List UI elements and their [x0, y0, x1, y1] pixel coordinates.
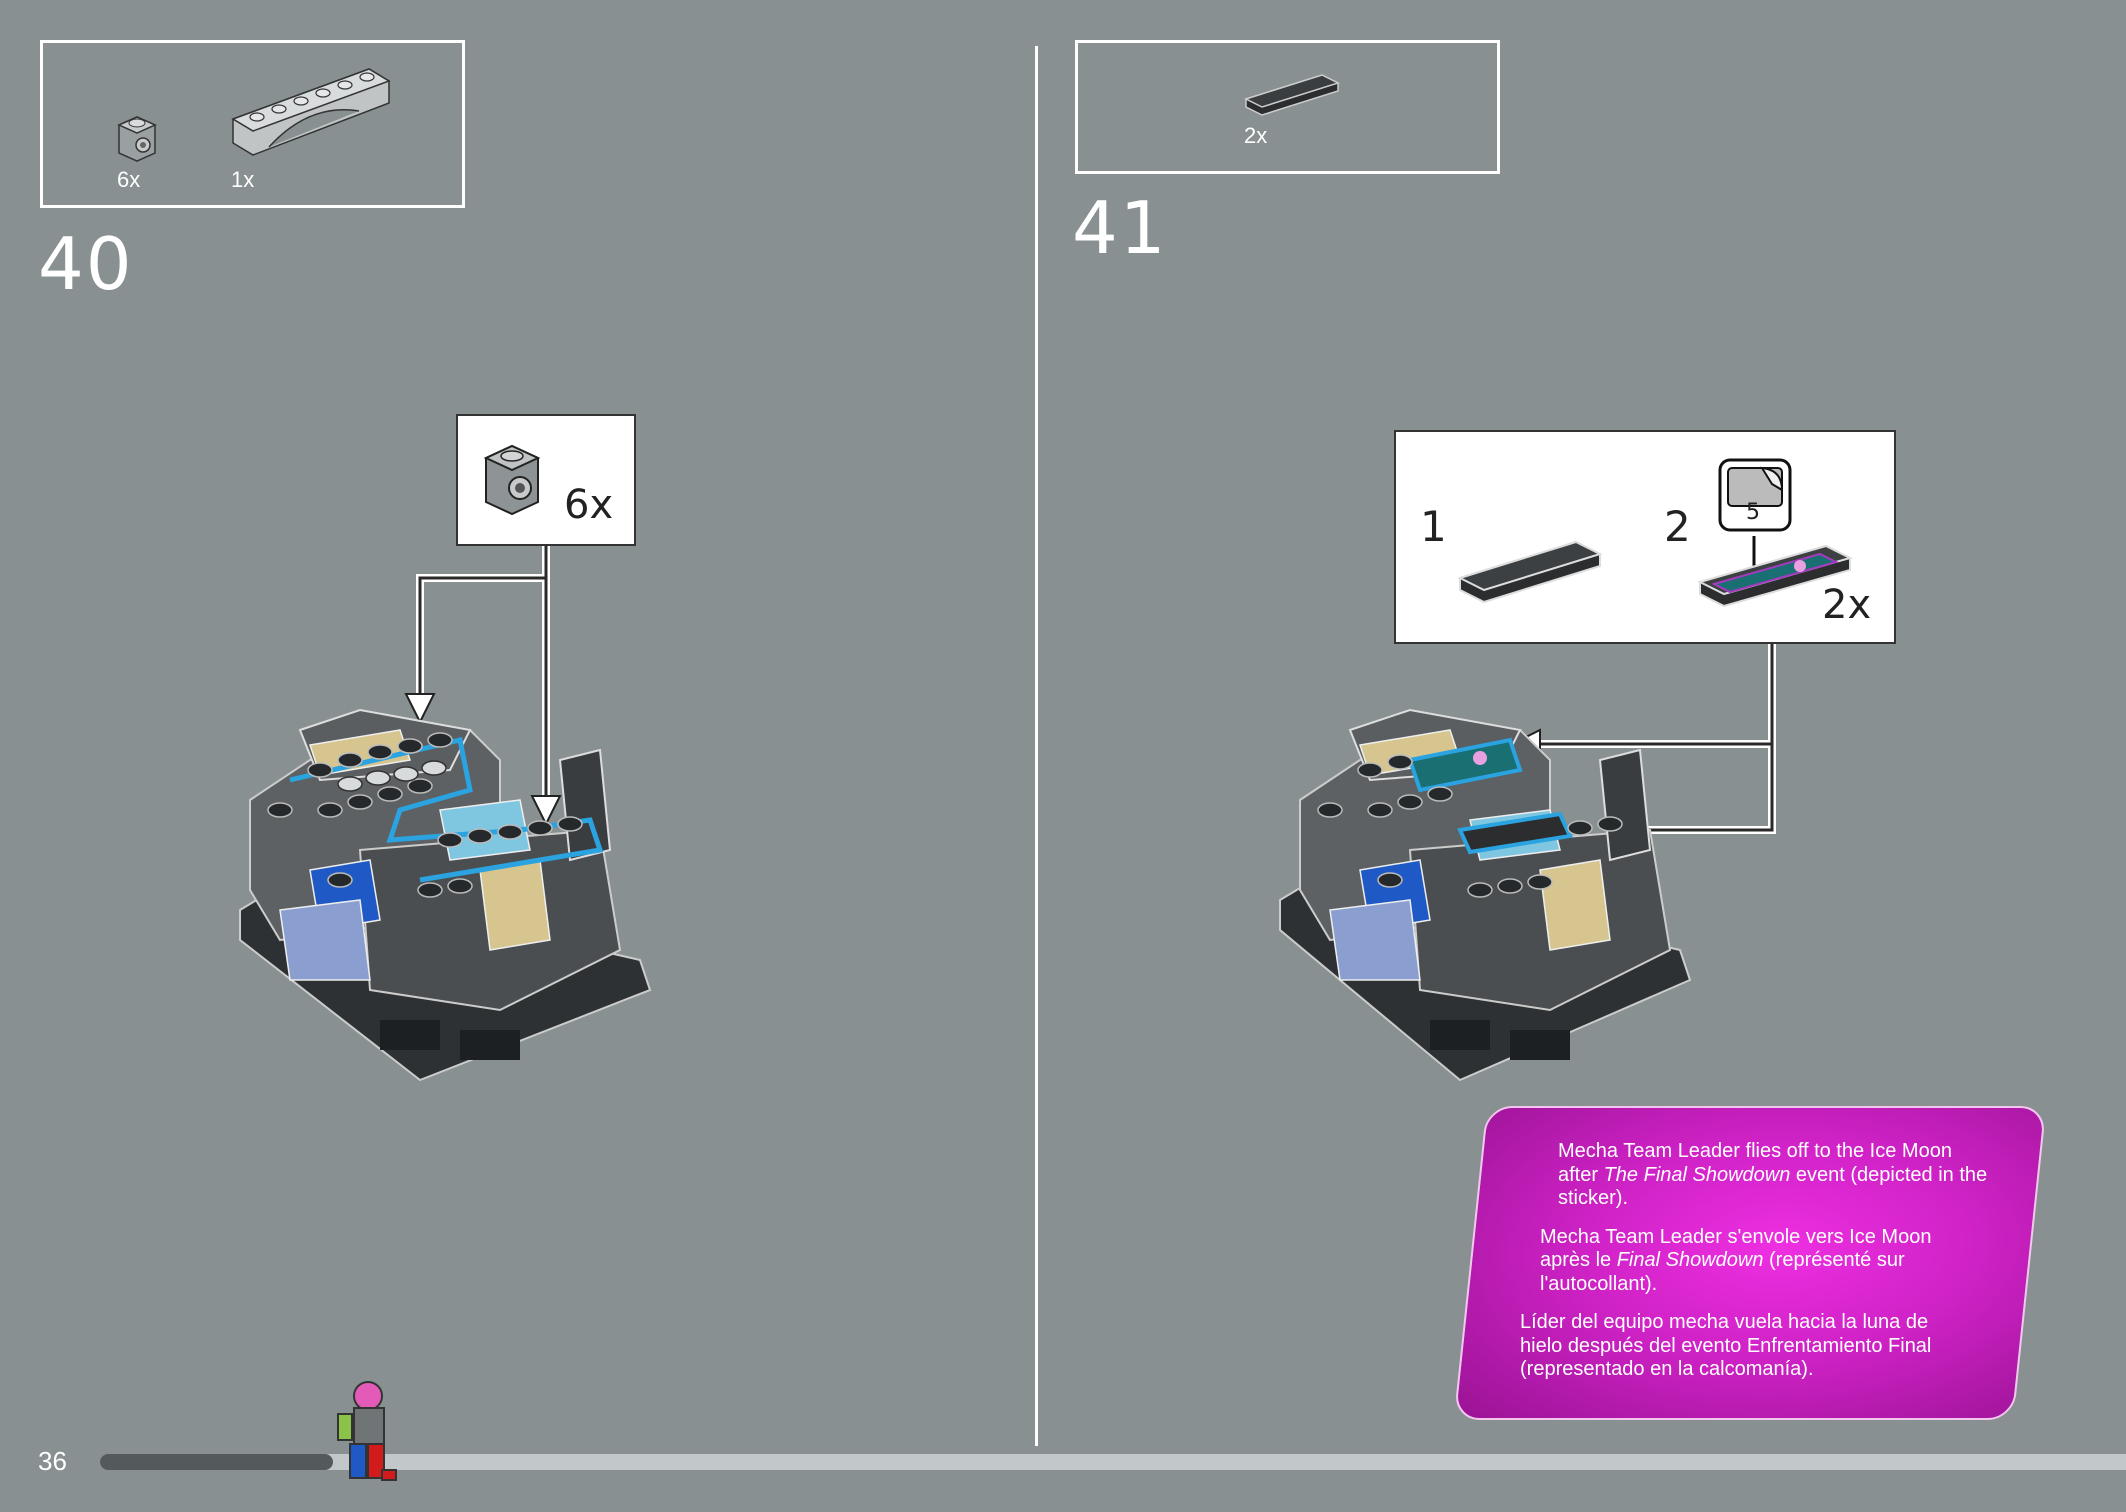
callout-qty: 6x	[564, 482, 614, 528]
model-render-step-41	[1279, 708, 1692, 1082]
gray-arch-1x6-icon	[231, 68, 391, 156]
sticker-sheet-icon	[1718, 458, 1792, 532]
part-qty: 2x	[1244, 123, 1268, 148]
tile-with-sticker-icon	[1697, 536, 1853, 608]
parts-list-step-41: 2x	[1075, 40, 1500, 174]
callout-qty: 2x	[1822, 582, 1872, 628]
sticker-number: 5	[1746, 500, 1760, 525]
info-text: Mecha Team Leader flies off to the Ice M…	[1520, 1140, 1990, 1397]
progress-bar	[100, 1454, 2126, 1470]
part-qty: 1x	[231, 167, 255, 192]
gray-bracket-1x1-icon	[117, 116, 157, 162]
step-number: 41	[1072, 186, 1168, 270]
black-tile-1x4-icon	[1457, 540, 1603, 604]
page-divider	[1035, 46, 1038, 1446]
info-text-en: Mecha Team Leader flies off to the Ice M…	[1558, 1140, 1988, 1209]
black-tile-1x4-icon	[1244, 74, 1340, 116]
gray-bracket-1x1-icon	[483, 444, 541, 516]
part-callout-step-40: 6x	[456, 414, 636, 546]
step-number: 40	[38, 222, 134, 306]
model-render-step-40	[239, 708, 652, 1082]
progress-fill	[100, 1454, 333, 1470]
info-text-es: Líder del equipo mecha vuela hacia la lu…	[1520, 1311, 1932, 1380]
part-qty: 6x	[117, 167, 141, 192]
part-callout-step-41: 1 2 5 2x	[1394, 430, 1896, 644]
info-text-fr: Mecha Team Leader s'envole vers Ice Moon…	[1540, 1225, 1932, 1295]
callout-substep-number: 2	[1664, 502, 1691, 551]
parts-list-step-40: 6x 1x	[40, 40, 465, 208]
page-number: 36	[38, 1446, 67, 1476]
callout-substep-number: 1	[1420, 502, 1447, 551]
minifigure-mascot-icon	[337, 1381, 397, 1481]
